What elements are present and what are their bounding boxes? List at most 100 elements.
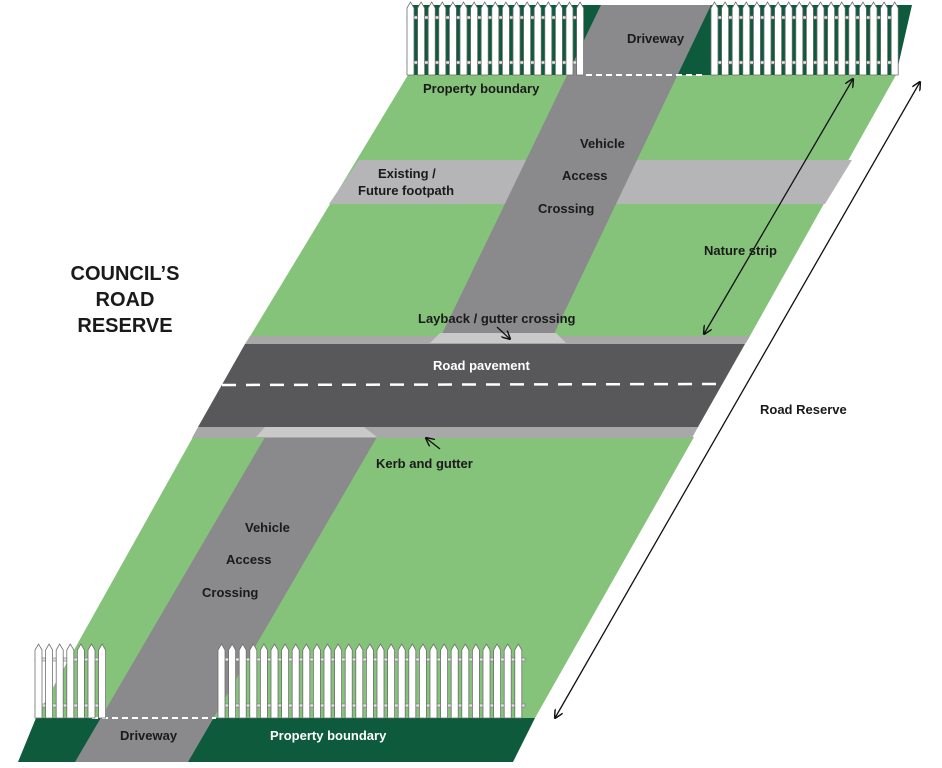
fence-picket [228,643,236,719]
fence-picket [366,643,374,719]
fence-picket [281,643,289,719]
fence-picket [376,643,385,719]
fence-picket [461,643,470,719]
title-line-2: ROAD [95,289,155,311]
fence-picket [576,1,584,76]
fence-picket [480,1,489,76]
fence-picket [66,643,75,719]
fence-picket [459,1,468,76]
fence-picket [313,643,321,719]
fence-picket [449,1,457,76]
fence-picket [565,1,574,76]
fence-picket [742,1,751,76]
top-vehicle-label: Vehicle [580,136,625,151]
fence-picket [816,1,825,76]
bottom-property-boundary-label: Property boundary [270,728,387,743]
top-crossing-label: Crossing [538,201,595,216]
fence-picket [512,1,521,76]
fence-picket [429,643,438,719]
road-reserve-label: Road Reserve [760,402,847,417]
fence-picket [869,1,878,76]
fence-picket [98,643,106,719]
fence-picket [217,643,226,719]
fence-picket [827,1,835,76]
fence-picket [334,643,342,719]
fence-picket [260,643,268,719]
fence-picket [472,643,480,719]
fence-picket [774,1,782,76]
layback-label: Layback / gutter crossing [418,311,576,326]
fence-picket [503,643,512,719]
bottom-access-label: Access [226,552,272,567]
fence-picket [270,643,279,719]
fence-picket [238,643,247,719]
kerb-and-gutter-label: Kerb and gutter [376,456,473,471]
fence-picket [438,1,447,76]
title-line-3: RESERVE [77,315,173,337]
fence-picket [721,1,729,76]
top-property-boundary-label: Property boundary [423,81,540,96]
fence-picket [890,1,899,76]
footpath-label-line-2: Future footpath [358,183,455,198]
fence-picket [77,643,85,719]
fence-picket [406,1,415,76]
bottom-right-fence [217,643,526,719]
kerb-pointer-arrow [426,438,441,450]
nature-strip-label: Nature strip [704,243,777,258]
fence-picket [355,643,364,719]
fence-picket [87,643,96,719]
fence-picket [795,1,804,76]
fence-picket [323,643,332,719]
fence-picket [482,643,491,719]
top-layback [430,333,566,343]
bottom-layback [256,427,377,437]
bottom-driveway-label: Driveway [120,728,178,743]
fence-picket [440,643,448,719]
fence-picket [523,1,531,76]
fence-picket [544,1,553,76]
fence-picket [514,643,523,719]
fence-picket [753,1,761,76]
fence-picket [397,643,406,719]
fence-picket [427,1,436,76]
fence-picket [784,1,793,76]
fence-picket [848,1,857,76]
top-driveway-label: Driveway [627,31,685,46]
fence-picket [387,643,395,719]
fence-picket [731,1,740,76]
fence-picket [45,643,53,719]
fence-picket [555,1,563,76]
fence-picket [34,643,43,719]
layback-pointer-arrow [496,326,510,339]
fence-picket [249,643,258,719]
fence-picket [302,643,311,719]
fence-picket [763,1,772,76]
fence-picket [880,1,888,76]
fence-picket [291,643,300,719]
fence-picket [55,643,64,719]
council-road-reserve-title: COUNCIL’S ROAD RESERVE [40,261,210,339]
fence-picket [408,643,417,719]
bottom-left-fence [34,643,106,719]
fence-picket [450,643,459,719]
fence-picket [806,1,814,76]
fence-picket [493,643,501,719]
fence-picket [419,643,427,719]
fence-picket [502,1,510,76]
road-reserve-arrow [555,82,920,718]
fence-picket [417,1,425,76]
bottom-driveway [75,437,377,762]
fence-picket [710,1,719,76]
fence-picket [859,1,867,76]
title-line-1: COUNCIL’S [70,263,180,285]
fence-picket [533,1,542,76]
top-right-fence [710,1,899,76]
fence-picket [491,1,500,76]
fence-picket [344,643,353,719]
fence-picket [837,1,846,76]
road-pavement-label: Road pavement [433,358,530,373]
footpath-label-line-1: Existing / [378,166,436,181]
top-left-fence [406,1,584,76]
fence-picket [470,1,478,76]
